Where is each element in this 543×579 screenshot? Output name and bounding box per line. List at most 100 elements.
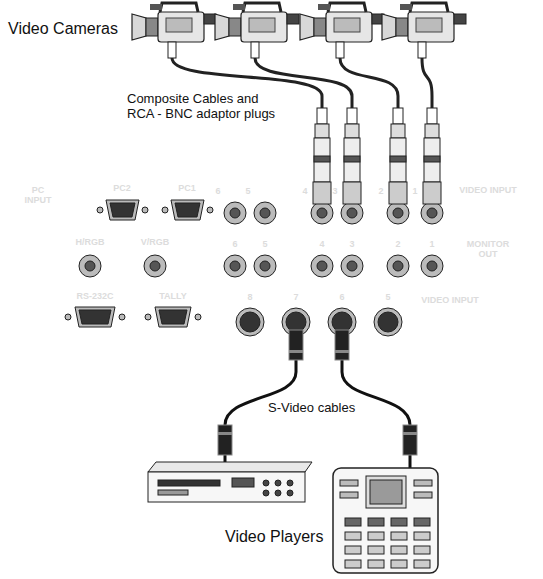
- video-player-portable: [414, 518, 430, 526]
- port-label: 1: [412, 187, 417, 197]
- cable-label: Composite Cables and RCA - BNC adaptor p…: [127, 92, 283, 122]
- device-label: Video Players: [225, 528, 323, 546]
- port-label: 4: [319, 240, 324, 250]
- rca-bnc-adaptor-plug: [389, 182, 407, 204]
- bnc-socket: [260, 261, 270, 271]
- rca-bnc-adaptor-plug: [347, 108, 357, 124]
- d-sub-connector: [207, 207, 213, 213]
- rca-bnc-adaptor-plug: [423, 182, 441, 204]
- s-video-cable: [403, 432, 417, 435]
- video-player-portable: [368, 518, 384, 526]
- video-player-portable: [366, 476, 406, 508]
- video-camera: [382, 3, 466, 58]
- panel-label: VIDEO INPUT: [420, 296, 480, 306]
- bnc-socket: [387, 202, 409, 224]
- s-video-cable: [342, 360, 410, 425]
- video-player-portable: [368, 532, 384, 540]
- port-label: 5: [245, 187, 250, 197]
- bnc-socket: [79, 255, 101, 277]
- panel-label: VIDEO INPUT: [458, 186, 518, 196]
- rca-bnc-adaptor-plug: [343, 182, 361, 204]
- rca-bnc-adaptor-plug: [345, 124, 359, 138]
- rca-bnc-adaptor-plug: [390, 156, 406, 162]
- bnc-socket: [427, 261, 437, 271]
- bnc-socket: [387, 255, 409, 277]
- bnc-socket: [317, 261, 327, 271]
- s-video-cable: [218, 432, 232, 435]
- composite-cable: [255, 58, 352, 108]
- video-player-deck: [275, 480, 281, 486]
- port-label: 6: [232, 240, 237, 250]
- d-sub-connector: [155, 307, 191, 327]
- s-video-socket: [332, 312, 352, 332]
- video-player-deck: [263, 490, 269, 496]
- video-player-portable: [391, 546, 407, 554]
- bnc-socket: [421, 255, 443, 277]
- bnc-socket: [427, 208, 437, 218]
- bnc-socket: [347, 208, 357, 218]
- d-sub-connector: [175, 203, 200, 217]
- s-video-cable: [224, 455, 227, 462]
- video-player-portable: [414, 560, 430, 568]
- rca-bnc-adaptor-plug: [317, 108, 327, 124]
- video-cameras: [132, 3, 466, 58]
- video-player-deck: [158, 490, 188, 495]
- video-player-portable: [333, 468, 438, 573]
- bnc-socket: [393, 208, 403, 218]
- s-video-cable: [218, 330, 417, 468]
- composite-cable: [340, 58, 398, 108]
- d-sub-connector: [142, 207, 148, 213]
- video-player-deck: [148, 462, 312, 472]
- d-sub-connector: [65, 314, 71, 320]
- bnc-socket: [85, 261, 95, 271]
- video-camera: [300, 3, 384, 58]
- bnc-socket: [230, 261, 240, 271]
- d-sub-connector: [110, 203, 135, 217]
- video-player-deck: [148, 472, 305, 502]
- bnc-socket: [254, 202, 276, 224]
- video-player-portable: [345, 560, 361, 568]
- d-sub-connector: [145, 314, 151, 320]
- video-player-portable: [368, 546, 384, 554]
- port-label: 5: [262, 240, 267, 250]
- s-video-cable: [335, 330, 349, 360]
- d-sub-connector: [119, 314, 125, 320]
- port-label: TALLY: [159, 292, 187, 302]
- video-camera: [215, 3, 299, 58]
- video-player-portable: [414, 532, 430, 540]
- port-label: 3: [349, 240, 354, 250]
- bnc-socket: [421, 202, 443, 224]
- rca-bnc-adaptor-plug: [427, 108, 437, 124]
- port-label: 4: [302, 187, 307, 197]
- port-label: RS-232C: [76, 292, 113, 302]
- s-video-cable: [335, 350, 349, 353]
- bnc-socket: [347, 261, 357, 271]
- video-player-deck: [158, 480, 220, 486]
- panel-outline: [18, 128, 538, 372]
- s-video-cable: [403, 425, 417, 455]
- s-video-cable: [409, 455, 412, 468]
- s-video-cable: [218, 425, 232, 455]
- s-video-socket: [286, 312, 306, 332]
- video-player-portable: [340, 480, 358, 486]
- s-video-cable: [289, 350, 303, 353]
- composite-cable: [422, 58, 432, 108]
- port-label: 2: [378, 187, 383, 197]
- d-sub-connector: [106, 200, 139, 220]
- rca-bnc-adaptor-plug: [314, 156, 330, 162]
- panel-label: PC INPUT: [20, 186, 56, 206]
- d-sub-connector: [75, 307, 115, 327]
- video-player-deck: [148, 462, 312, 502]
- s-video-socket: [378, 312, 398, 332]
- video-player-portable: [391, 518, 407, 526]
- d-sub-connector: [195, 314, 201, 320]
- video-player-portable: [414, 480, 432, 486]
- bnc-socket: [317, 208, 327, 218]
- d-sub-connector: [162, 207, 168, 213]
- port-label: 3: [332, 187, 337, 197]
- video-player-deck: [263, 480, 269, 486]
- video-player-deck: [287, 490, 293, 496]
- panel-label: MONITOR OUT: [458, 240, 518, 260]
